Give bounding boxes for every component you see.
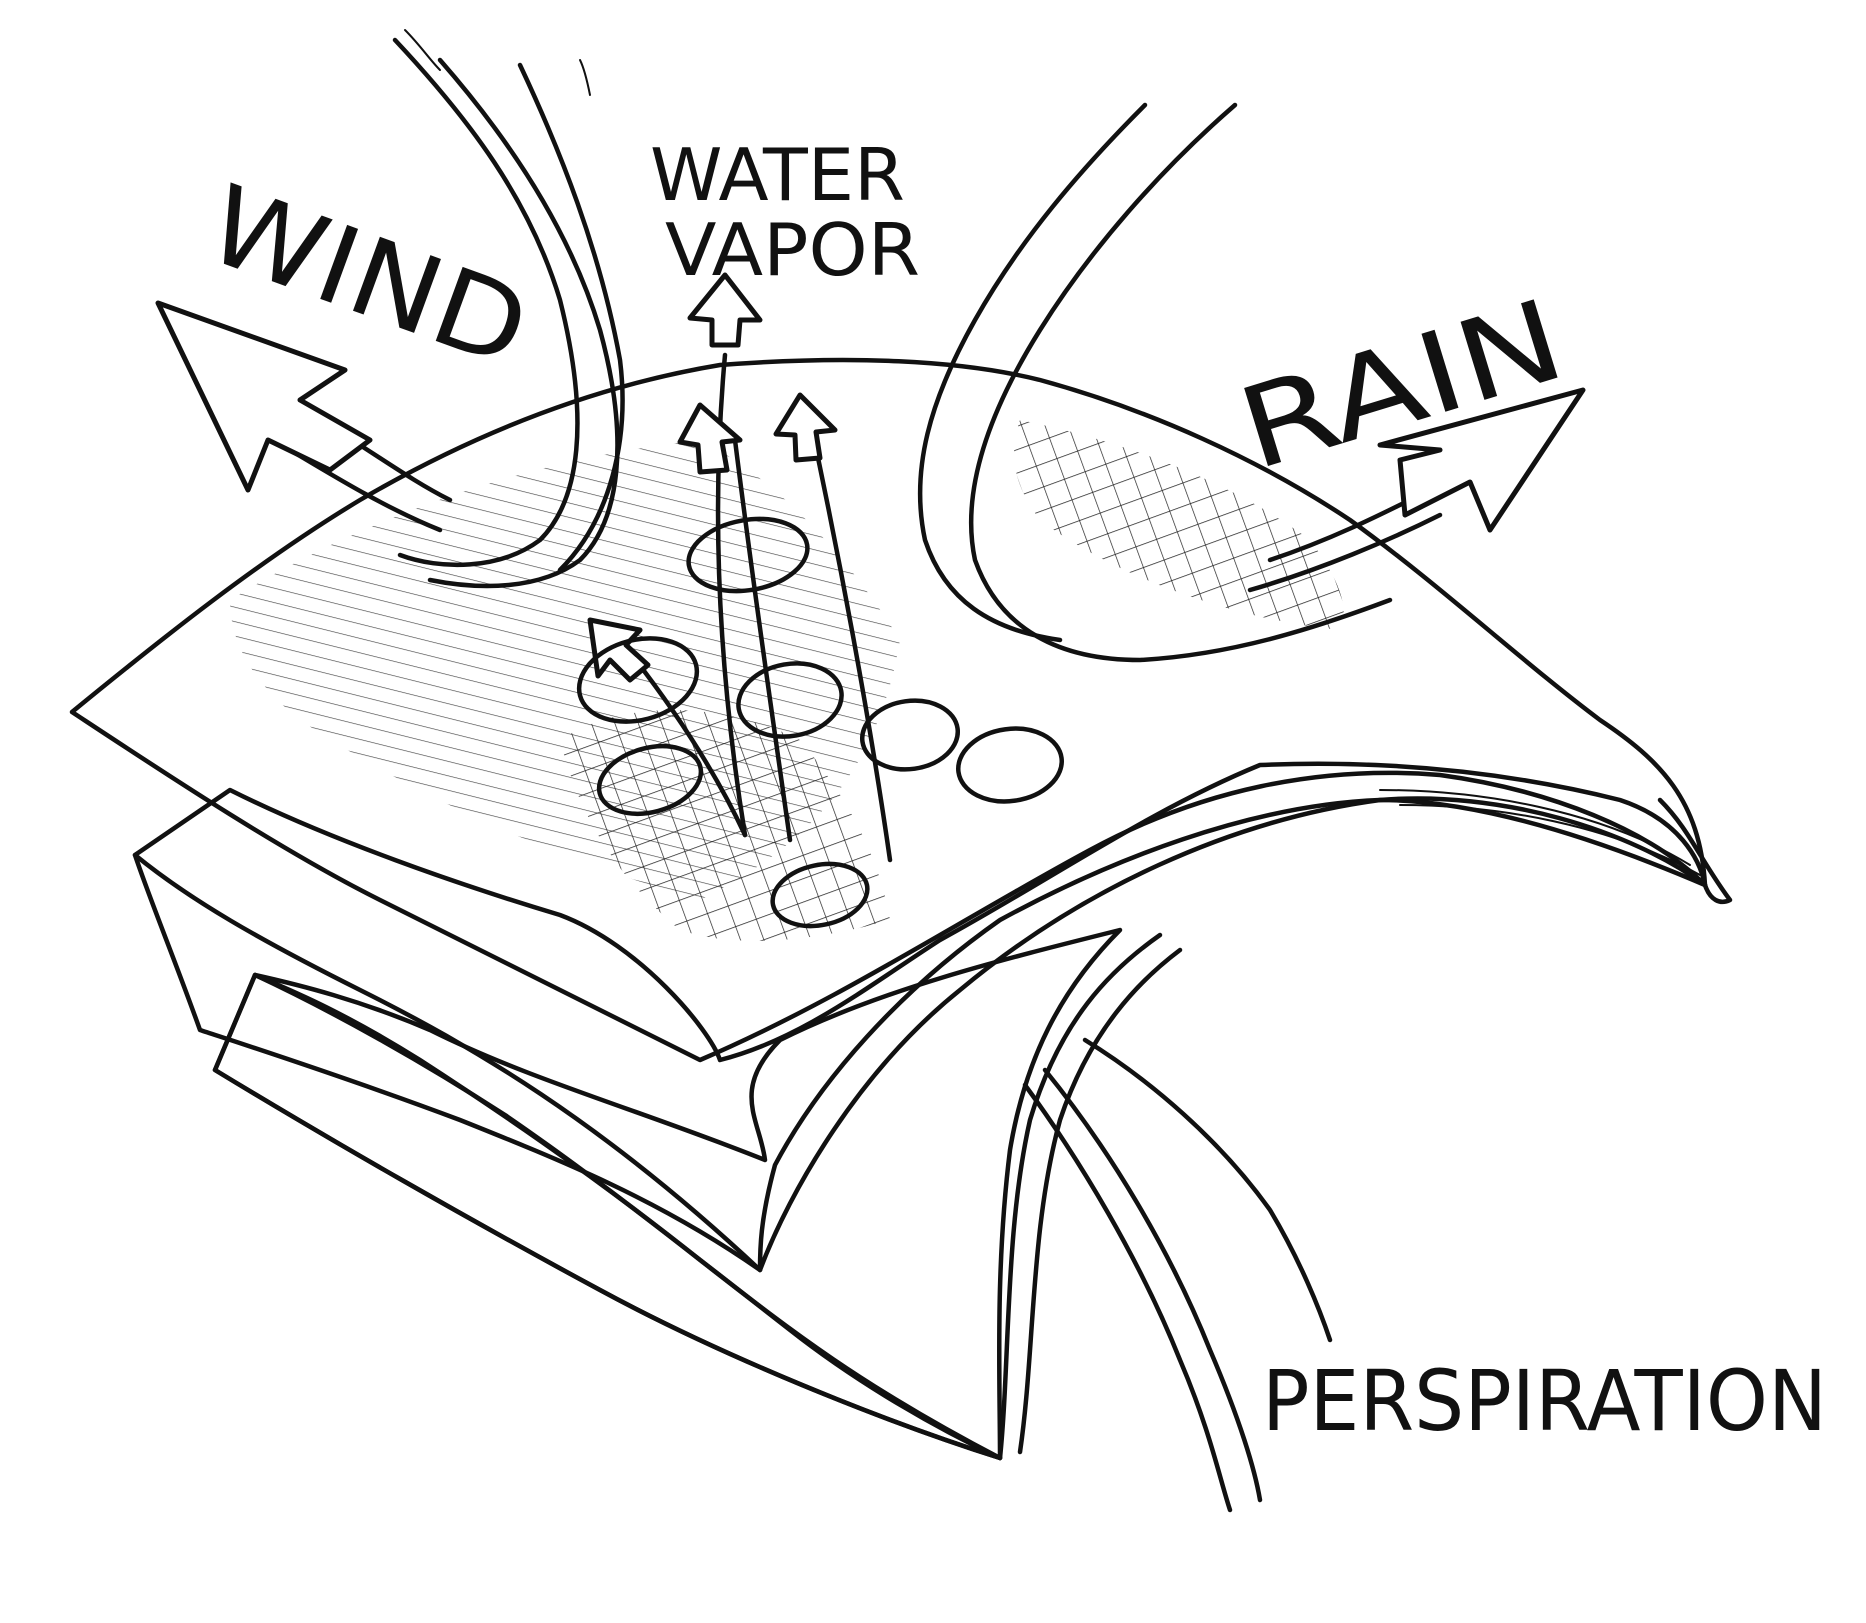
perspiration-flow-lines (1022, 1037, 1333, 1513)
water-vapor-arrows (587, 272, 893, 863)
shell-fabric-layer (69, 357, 1733, 1063)
rain-arrow (1247, 387, 1586, 593)
membrane-layer (132, 761, 1708, 1273)
water-vapor-label-line1: WATER (650, 133, 905, 217)
water-vapor-label-line2: VAPOR (665, 208, 920, 292)
vapor-bubbles (576, 516, 1064, 929)
water-vapor-label: WATER VAPOR (650, 133, 920, 292)
wind-flow-lines (392, 29, 1393, 663)
wind-arrow (155, 300, 453, 533)
perspiration-label-text: PERSPIRATION (1262, 1352, 1827, 1450)
mesh-lining-layer (212, 927, 1183, 1461)
perspiration-label: PERSPIRATION (1262, 1352, 1827, 1450)
